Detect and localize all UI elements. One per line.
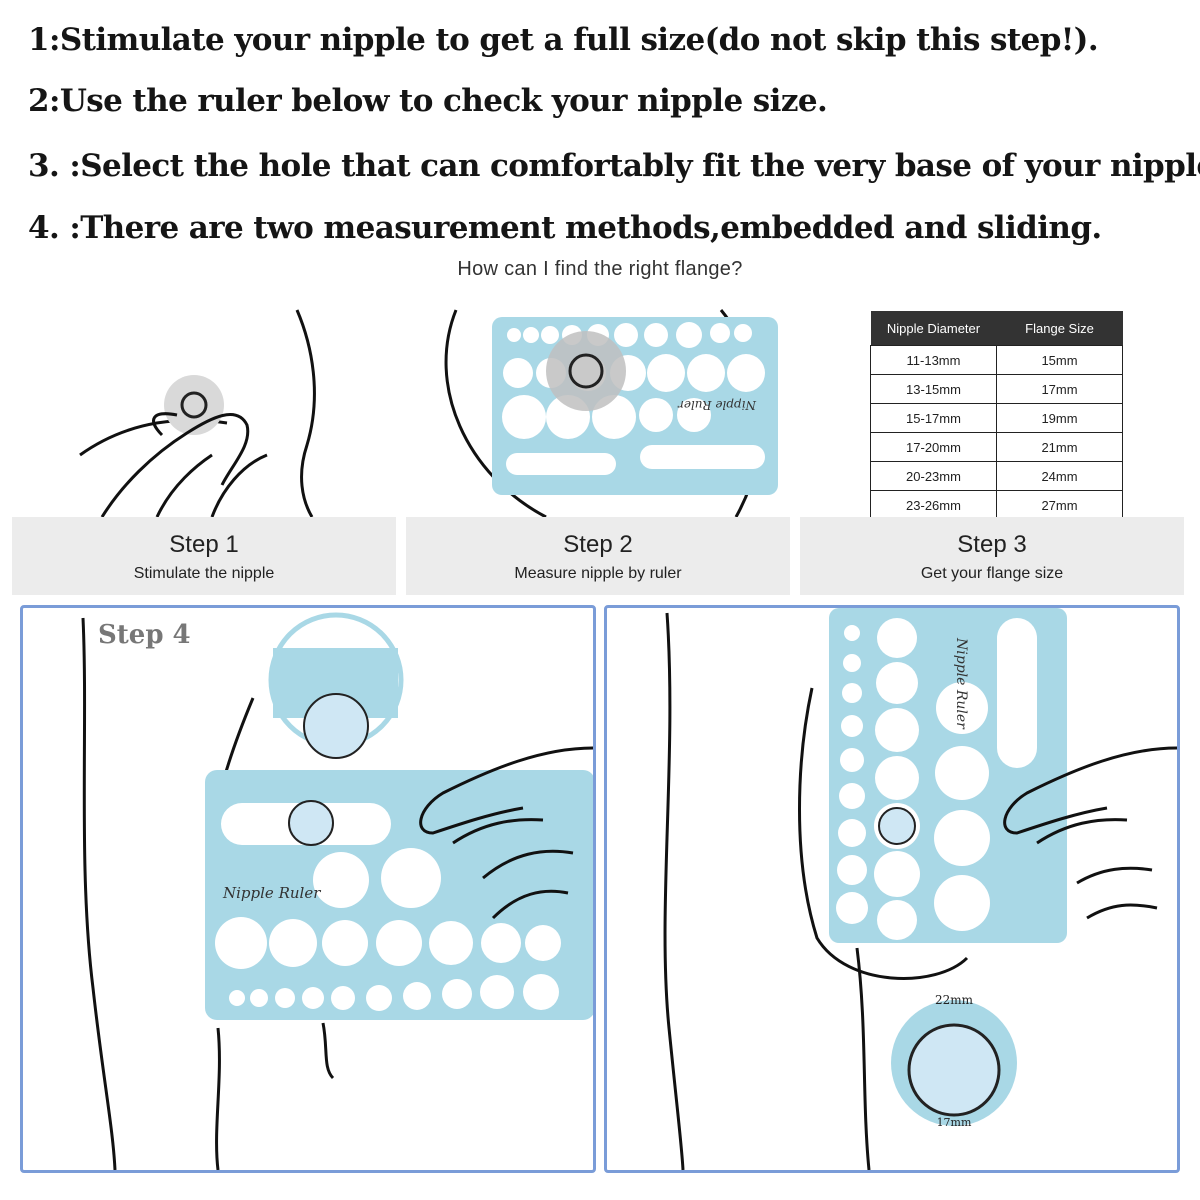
table-cell: 19mm xyxy=(996,403,1123,433)
sliding-method-panel: Nipple Ruler 22mm 17mm xyxy=(604,605,1180,1173)
step-3-caption: Step 3 Get your flange size xyxy=(800,517,1184,595)
table-cell: 23-26mm xyxy=(870,490,997,517)
table-cell: 11-13mm xyxy=(870,345,997,375)
ruler-label-small: Nipple Ruler xyxy=(677,398,757,412)
step-1-caption: Step 1 Stimulate the nipple xyxy=(12,517,396,595)
table-cell: 17-20mm xyxy=(870,432,997,462)
step-1-title: Step 1 xyxy=(169,531,239,558)
step-2-caption: Step 2 Measure nipple by ruler xyxy=(406,517,790,595)
table-cell: 13-15mm xyxy=(870,374,997,404)
table-cell: 15mm xyxy=(996,345,1123,375)
embedded-method-panel: Step 4 Nipple Ruler xyxy=(20,605,596,1173)
flange-question: How can I find the right flange? xyxy=(457,258,743,280)
table-cell: 15-17mm xyxy=(870,403,997,433)
step-2-title: Step 2 xyxy=(563,531,633,558)
table-header-flange: Flange Size xyxy=(996,311,1123,346)
step-1-panel: Step 1 Stimulate the nipple xyxy=(12,305,396,595)
step-2-panel: Nipple Ruler Step 2 Measure nipple by ru… xyxy=(406,305,790,595)
table-cell: 21mm xyxy=(996,432,1123,462)
step-4-label: Step 4 xyxy=(98,620,191,650)
step-3-title: Step 3 xyxy=(957,531,1027,558)
ruler-name-vertical: Nipple Ruler xyxy=(953,637,969,730)
table-cell: 27mm xyxy=(996,490,1123,517)
table-cell: 24mm xyxy=(996,461,1123,491)
instruction-2: 2:Use the ruler below to check your nipp… xyxy=(28,83,828,119)
stimulate-illustration xyxy=(12,305,396,517)
instruction-4: 4. :There are two measurement methods,em… xyxy=(28,210,1102,246)
step-3-desc: Get your flange size xyxy=(920,565,1064,582)
table-header-diameter: Nipple Diameter xyxy=(870,311,997,346)
step-1-desc: Stimulate the nipple xyxy=(133,565,275,582)
table-cell: 20-23mm xyxy=(870,461,997,491)
ruler-name-large: Nipple Ruler xyxy=(222,884,321,902)
instruction-1: 1:Stimulate your nipple to get a full si… xyxy=(28,22,1099,58)
zoom-size-label: 22mm xyxy=(935,993,974,1007)
ruler-illustration: Nipple Ruler xyxy=(406,305,790,517)
step-2-desc: Measure nipple by ruler xyxy=(514,565,682,582)
instruction-3: 3. :Select the hole that can comfortably… xyxy=(28,148,1200,184)
table-cell: 17mm xyxy=(996,374,1123,404)
zoom-size-label-bottom: 17mm xyxy=(937,1116,972,1129)
